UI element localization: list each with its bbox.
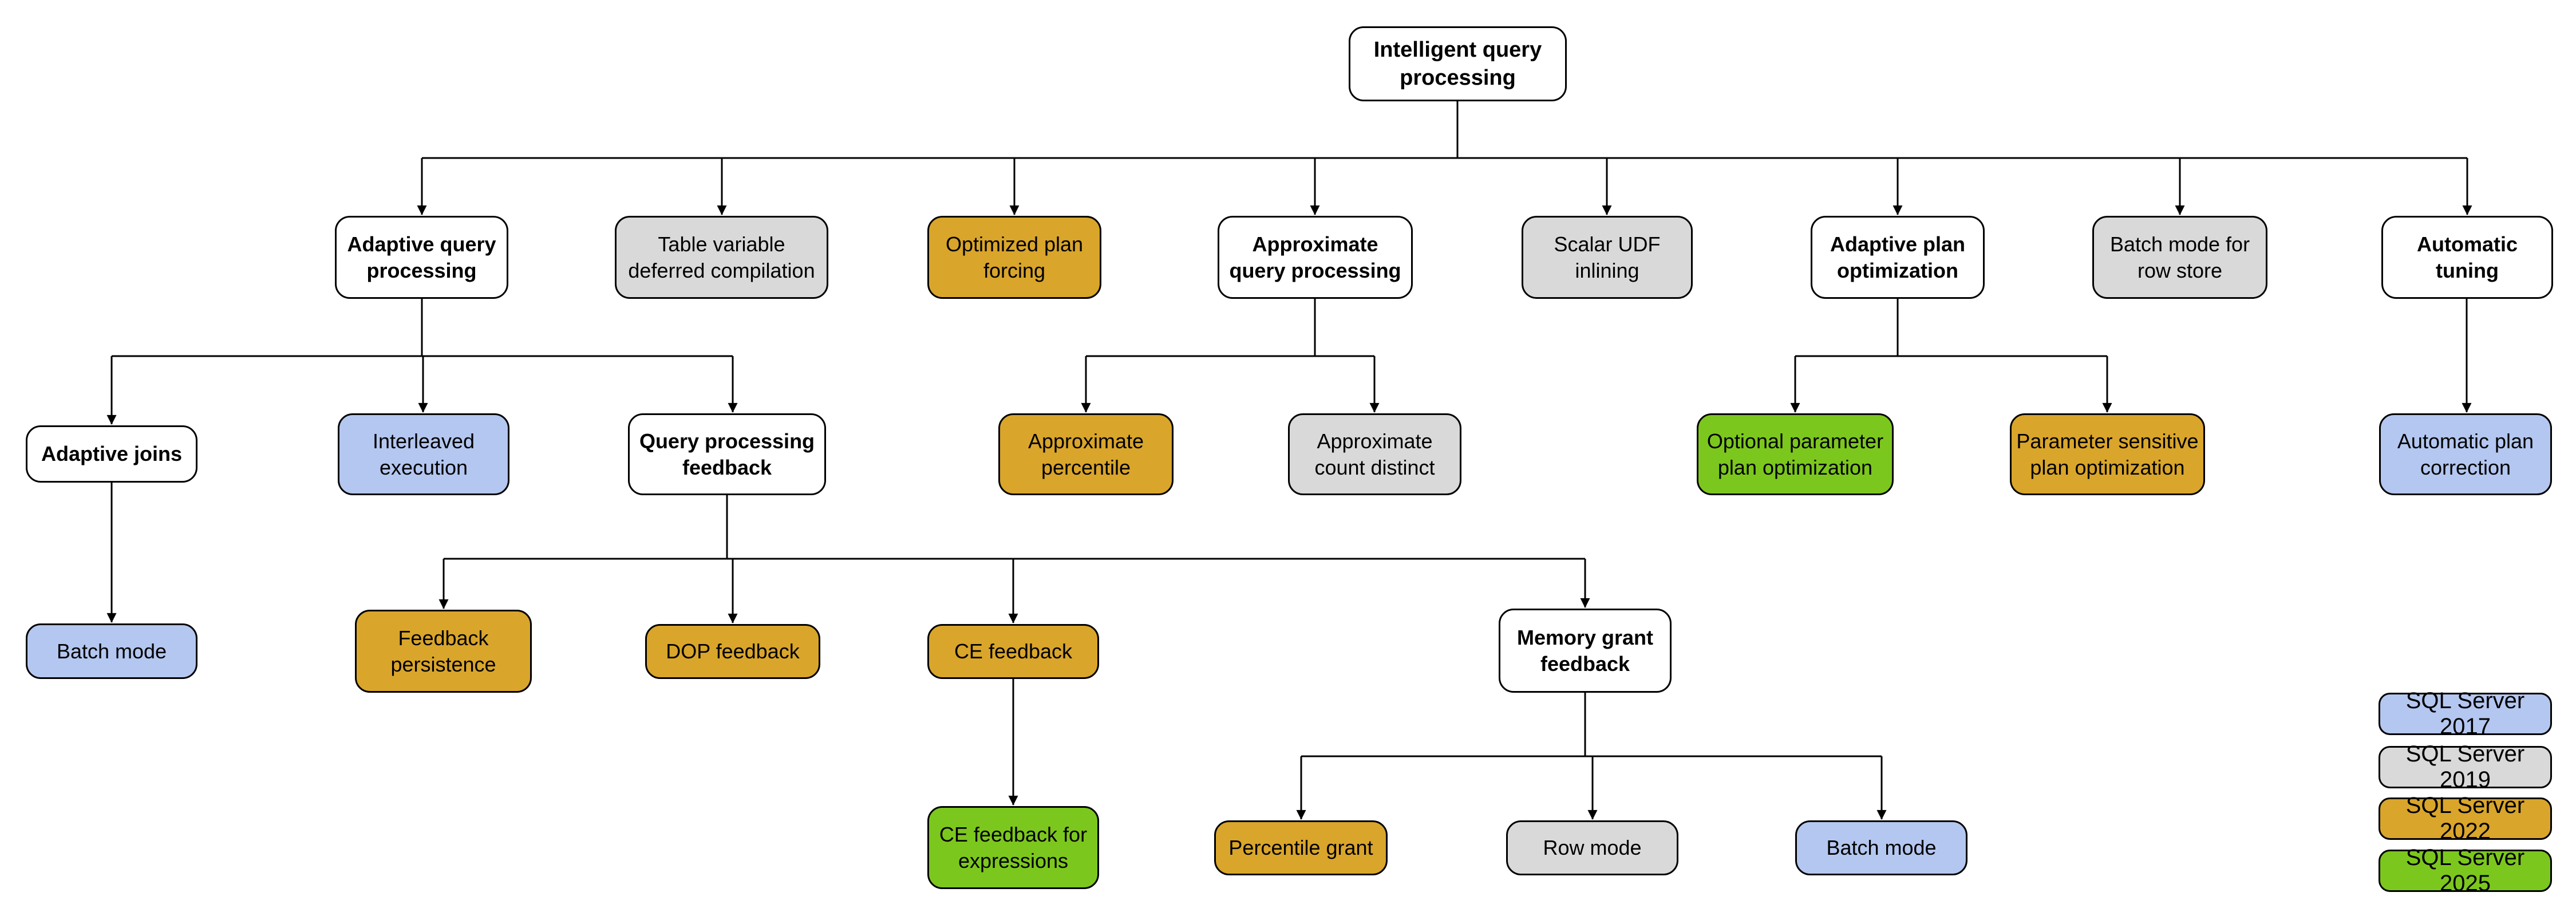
- node-label: Batch mode: [1826, 836, 1937, 860]
- node-adaptive-plan-optimization: Adaptive plan optimization: [1811, 216, 1985, 299]
- node-feedback-persistence: Feedback persistence: [355, 610, 532, 693]
- node-adaptive-joins: Adaptive joins: [26, 425, 197, 483]
- node-label: Percentile grant: [1228, 836, 1373, 860]
- node-label: Intelligent query processing: [1373, 38, 1542, 90]
- node-ce-feedback-for-expressions: CE feedback for expressions: [927, 806, 1099, 889]
- node-label: Batch mode for row store: [2109, 232, 2250, 282]
- node-automatic-plan-correction: Automatic plan correction: [2379, 413, 2552, 495]
- legend-sql-server-2017: SQL Server 2017: [2379, 688, 2552, 739]
- node-label: Approximate query processing: [1229, 232, 1401, 282]
- node-label: Batch mode: [56, 639, 167, 663]
- legend-label: SQL Server 2025: [2405, 845, 2525, 896]
- node-label: Memory grant feedback: [1516, 625, 1654, 676]
- legend-label: SQL Server 2022: [2405, 793, 2525, 844]
- node-automatic-tuning: Automatic tuning: [2381, 216, 2553, 299]
- node-table-variable-deferred-compilation: Table variable deferred compilation: [615, 216, 828, 299]
- node-approximate-count-distinct: Approximate count distinct: [1288, 413, 1461, 495]
- node-label: Approximate count distinct: [1314, 429, 1435, 479]
- node-intelligent-query-processing: Intelligent query processing: [1349, 26, 1567, 101]
- legend-label: SQL Server 2017: [2405, 688, 2525, 739]
- node-query-processing-feedback: Query processing feedback: [628, 413, 826, 495]
- node-approximate-percentile: Approximate percentile: [998, 413, 1174, 495]
- node-batch-mode-memory-grant: Batch mode: [1795, 820, 1967, 875]
- node-batch-mode-for-row-store: Batch mode for row store: [2092, 216, 2267, 299]
- node-label: Query processing feedback: [639, 429, 815, 479]
- node-batch-mode-adaptive-joins: Batch mode: [26, 623, 197, 679]
- node-label: Adaptive joins: [41, 442, 183, 466]
- legend-sql-server-2022: SQL Server 2022: [2379, 793, 2552, 844]
- node-parameter-sensitive-plan-optimization: Parameter sensitive plan optimization: [2010, 413, 2205, 495]
- node-label: Automatic tuning: [2416, 232, 2518, 282]
- node-row-mode: Row mode: [1506, 820, 1678, 875]
- node-label: CE feedback for expressions: [939, 822, 1088, 872]
- legend-label: SQL Server 2019: [2405, 741, 2525, 792]
- node-label: Adaptive query processing: [347, 232, 496, 282]
- node-optimized-plan-forcing: Optimized plan forcing: [927, 216, 1101, 299]
- node-label: Optional parameter plan optimization: [1706, 429, 1884, 479]
- node-label: Feedback persistence: [390, 626, 496, 676]
- node-label: Table variable deferred compilation: [628, 232, 815, 282]
- node-label: Row mode: [1543, 836, 1642, 860]
- node-label: Interleaved execution: [372, 429, 475, 479]
- legend-sql-server-2025: SQL Server 2025: [2379, 845, 2552, 896]
- node-label: Adaptive plan optimization: [1830, 232, 1966, 282]
- node-optional-parameter-plan-optimization: Optional parameter plan optimization: [1697, 413, 1894, 495]
- node-scalar-udf-inlining: Scalar UDF inlining: [1522, 216, 1693, 299]
- node-adaptive-query-processing: Adaptive query processing: [335, 216, 508, 299]
- node-label: Scalar UDF inlining: [1554, 232, 1661, 282]
- node-approximate-query-processing: Approximate query processing: [1218, 216, 1413, 299]
- node-interleaved-execution: Interleaved execution: [338, 413, 509, 495]
- node-memory-grant-feedback: Memory grant feedback: [1499, 609, 1672, 693]
- node-label: Parameter sensitive plan optimization: [2016, 429, 2199, 479]
- legend-sql-server-2019: SQL Server 2019: [2379, 741, 2552, 792]
- node-label: Automatic plan correction: [2397, 429, 2534, 479]
- node-label: Approximate percentile: [1028, 429, 1144, 479]
- node-label: CE feedback: [954, 639, 1073, 664]
- node-percentile-grant: Percentile grant: [1214, 820, 1388, 875]
- node-dop-feedback: DOP feedback: [645, 624, 820, 679]
- node-ce-feedback: CE feedback: [927, 624, 1099, 679]
- node-label: DOP feedback: [666, 639, 800, 664]
- node-label: Optimized plan forcing: [945, 232, 1084, 282]
